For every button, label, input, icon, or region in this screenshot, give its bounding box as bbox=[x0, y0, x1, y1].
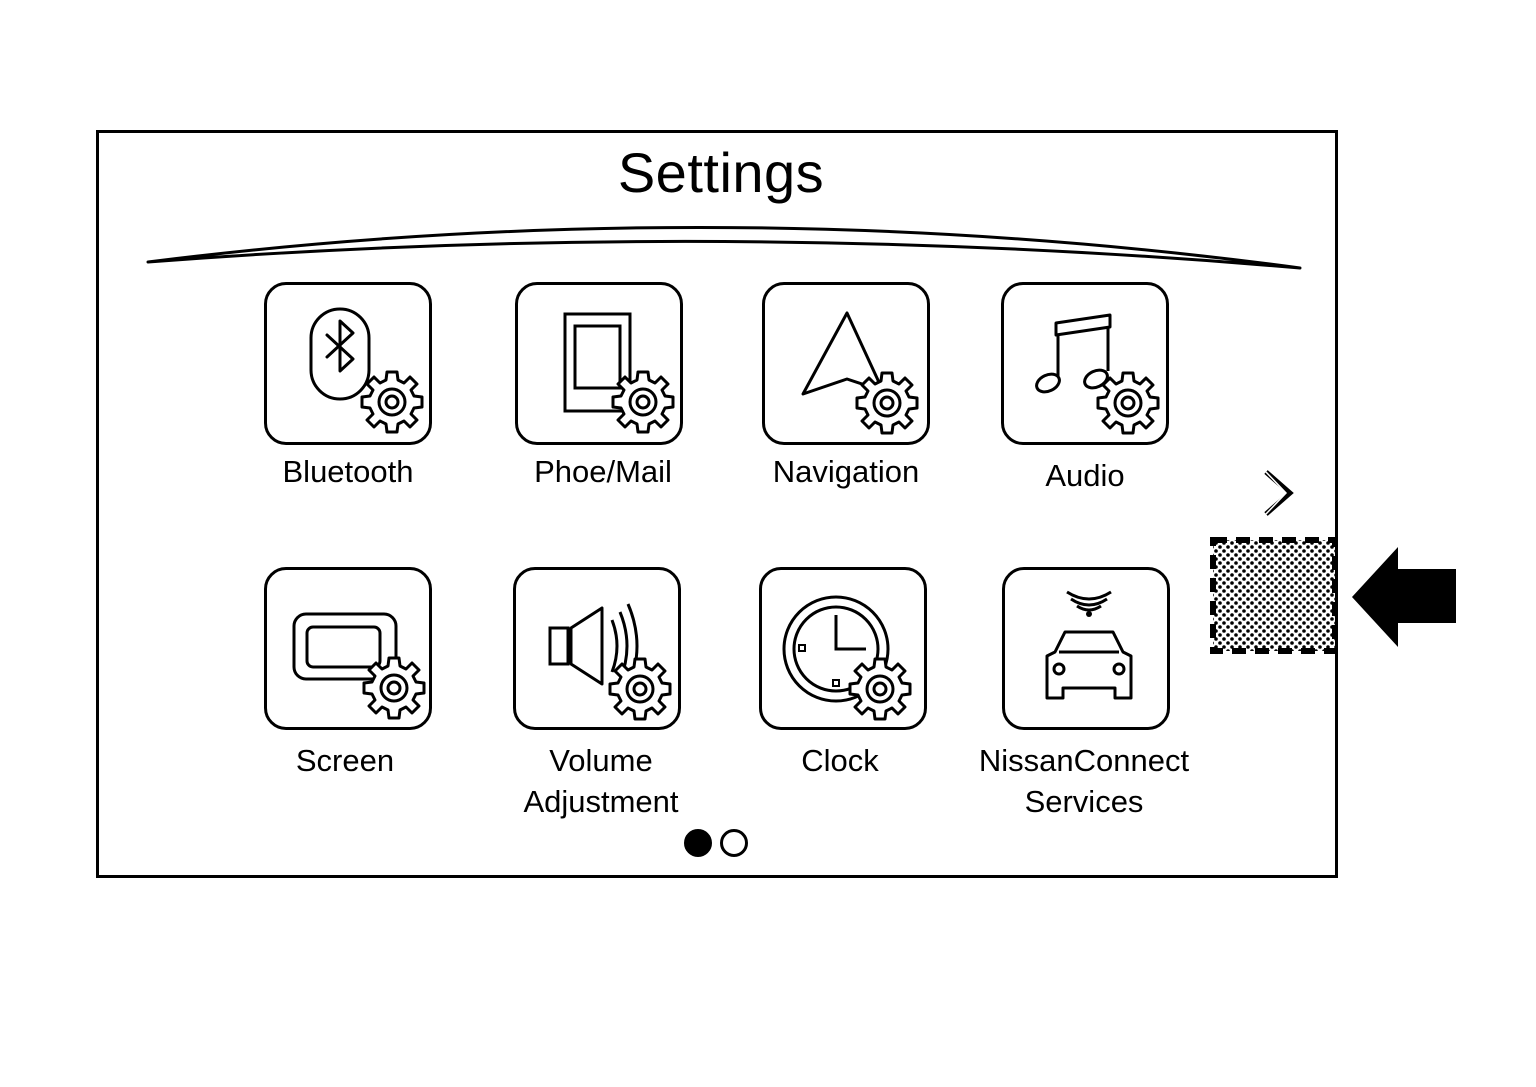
phone-settings-icon bbox=[563, 312, 675, 434]
audio-label: Audio bbox=[1045, 458, 1125, 493]
volume-settings-icon bbox=[548, 603, 672, 721]
screen-settings-icon bbox=[292, 612, 426, 720]
chevron-right-icon[interactable] bbox=[1258, 468, 1298, 518]
page-dot-inactive bbox=[720, 829, 748, 857]
nissanconnect-services-label: NissanConnect Services bbox=[978, 743, 1190, 819]
audio-settings-icon bbox=[1035, 313, 1160, 435]
phone-mail-tile[interactable] bbox=[515, 282, 683, 445]
nissanconnect-services-tile[interactable] bbox=[1002, 567, 1170, 730]
audio-tile[interactable] bbox=[1001, 282, 1169, 445]
bluetooth-settings-icon bbox=[309, 307, 424, 434]
screen-label: Screen bbox=[295, 743, 395, 778]
clock-settings-icon bbox=[782, 595, 912, 721]
bluetooth-tile[interactable] bbox=[264, 282, 432, 445]
navigation-settings-icon bbox=[801, 311, 919, 435]
page-indicator bbox=[683, 829, 753, 861]
navigation-label: Navigation bbox=[772, 454, 920, 489]
page-title: Settings bbox=[617, 141, 825, 204]
title-arc-divider bbox=[146, 225, 1302, 270]
screen-tile[interactable] bbox=[264, 567, 432, 730]
bluetooth-label: Bluetooth bbox=[282, 454, 414, 489]
display-screen-frame bbox=[96, 130, 1338, 878]
pointer-arrow-icon bbox=[1352, 547, 1456, 647]
page-dot-active bbox=[684, 829, 712, 857]
connected-car-icon bbox=[1045, 590, 1133, 700]
clock-label: Clock bbox=[801, 743, 879, 778]
navigation-tile[interactable] bbox=[762, 282, 930, 445]
dotted-touch-area[interactable] bbox=[1210, 537, 1338, 654]
volume-adjustment-label: Volume Adjustment bbox=[523, 743, 679, 819]
clock-tile[interactable] bbox=[759, 567, 927, 730]
volume-adjustment-tile[interactable] bbox=[513, 567, 681, 730]
phone-mail-label: Phoe/Mail bbox=[534, 454, 672, 489]
